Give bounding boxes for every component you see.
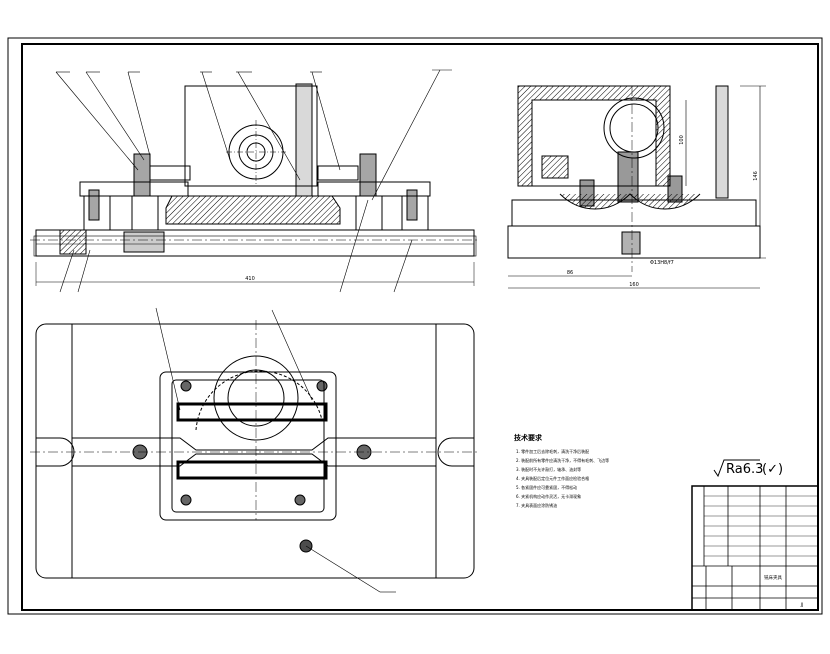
side-base-dim: 86	[567, 270, 573, 276]
notes-title: 技术要求	[514, 433, 543, 442]
side-view	[507, 85, 766, 289]
note-line: 4. 夹具装配后定位元件工作面应检验合格	[516, 475, 589, 481]
title-block-code: JJ	[800, 602, 804, 608]
title-block-rows	[704, 495, 818, 557]
title-block-name: 铣床夹具	[764, 574, 782, 581]
note-line: 2. 装配前所有零件应清洗干净，不得有毛刺、飞边等	[516, 457, 609, 463]
technical-notes: 技术要求 1. 零件加工后去除毛刺，清洗干净后装配 2. 装配前所有零件应清洗干…	[514, 433, 609, 508]
side-width-dim: 160	[629, 282, 639, 288]
note-line: 1. 零件加工后去除毛刺，清洗干净后装配	[516, 448, 589, 454]
top-view	[30, 307, 480, 593]
front-view	[30, 69, 480, 293]
note-line: 6. 夹紧机构应动作灵活，无卡滞现象	[516, 493, 581, 499]
surface-roughness: Ra6.3 (✓)	[713, 459, 783, 478]
note-line: 7. 夹具表面应涂防锈油	[516, 502, 557, 508]
side-mid-dim: 100	[679, 135, 685, 145]
roughness-value: Ra6.3	[726, 462, 763, 477]
bore-fit-dim: Φ13H8/f7	[650, 260, 674, 266]
side-height-dim: 146	[753, 171, 759, 181]
inner-frame	[21, 43, 819, 611]
roughness-check-icon	[713, 459, 760, 478]
note-line: 5. 各紧固件应可靠紧固，不得松动	[516, 484, 577, 490]
outer-frame	[7, 37, 823, 615]
roughness-other: (✓)	[762, 462, 783, 477]
note-line: 3. 装配时不允许敲打，轴承、油封等	[516, 466, 581, 472]
title-block	[691, 485, 819, 611]
overall-length-dim: 410	[245, 276, 255, 282]
